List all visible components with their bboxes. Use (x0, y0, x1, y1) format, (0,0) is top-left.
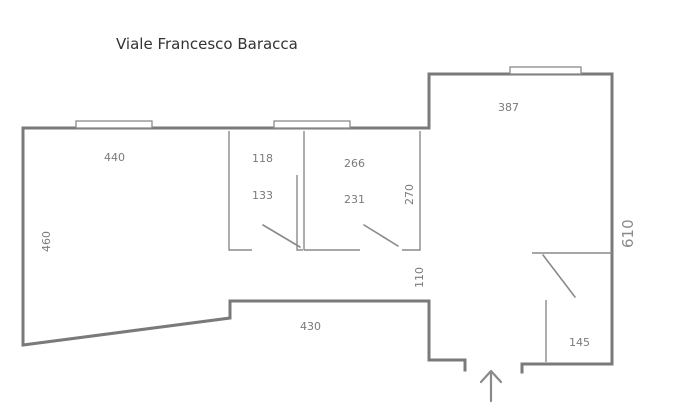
door-room1 (262, 224, 301, 248)
dim-right-room-width: 387 (498, 101, 519, 114)
window-left (75, 120, 153, 129)
doors (262, 224, 576, 298)
window-right (509, 66, 582, 75)
partition-room1-right (296, 175, 303, 251)
dim-corridor-width: 110 (413, 267, 426, 288)
door-room2 (363, 224, 399, 247)
dim-room-left-width: 440 (104, 151, 125, 164)
interior-walls (228, 131, 612, 362)
dim-room-left-height: 460 (40, 231, 53, 252)
arrow-up-icon (479, 369, 503, 403)
dim-small-room-1-width: 118 (252, 152, 273, 165)
door-right-room (542, 254, 576, 298)
dim-bottom-length: 430 (300, 320, 321, 333)
outer-walls (21, 72, 614, 374)
wall-left-top-outer (427, 72, 614, 374)
dim-right-room-height: 610 (619, 219, 637, 248)
dimension-labels: 440 460 118 133 266 231 270 110 387 610 … (40, 101, 637, 349)
dim-small-room-2-depth: 231 (344, 193, 365, 206)
dim-small-room-2-height: 270 (403, 184, 416, 205)
partition-room1-left (228, 131, 252, 251)
dim-small-room-1-depth: 133 (252, 189, 273, 202)
partition-room2-right (402, 131, 421, 251)
window-middle (273, 120, 351, 129)
dim-small-room-2-width: 266 (344, 157, 365, 170)
wall-left-block (21, 126, 467, 372)
street-label: Viale Francesco Baracca (116, 35, 298, 53)
dim-corner-room-width: 145 (569, 336, 590, 349)
